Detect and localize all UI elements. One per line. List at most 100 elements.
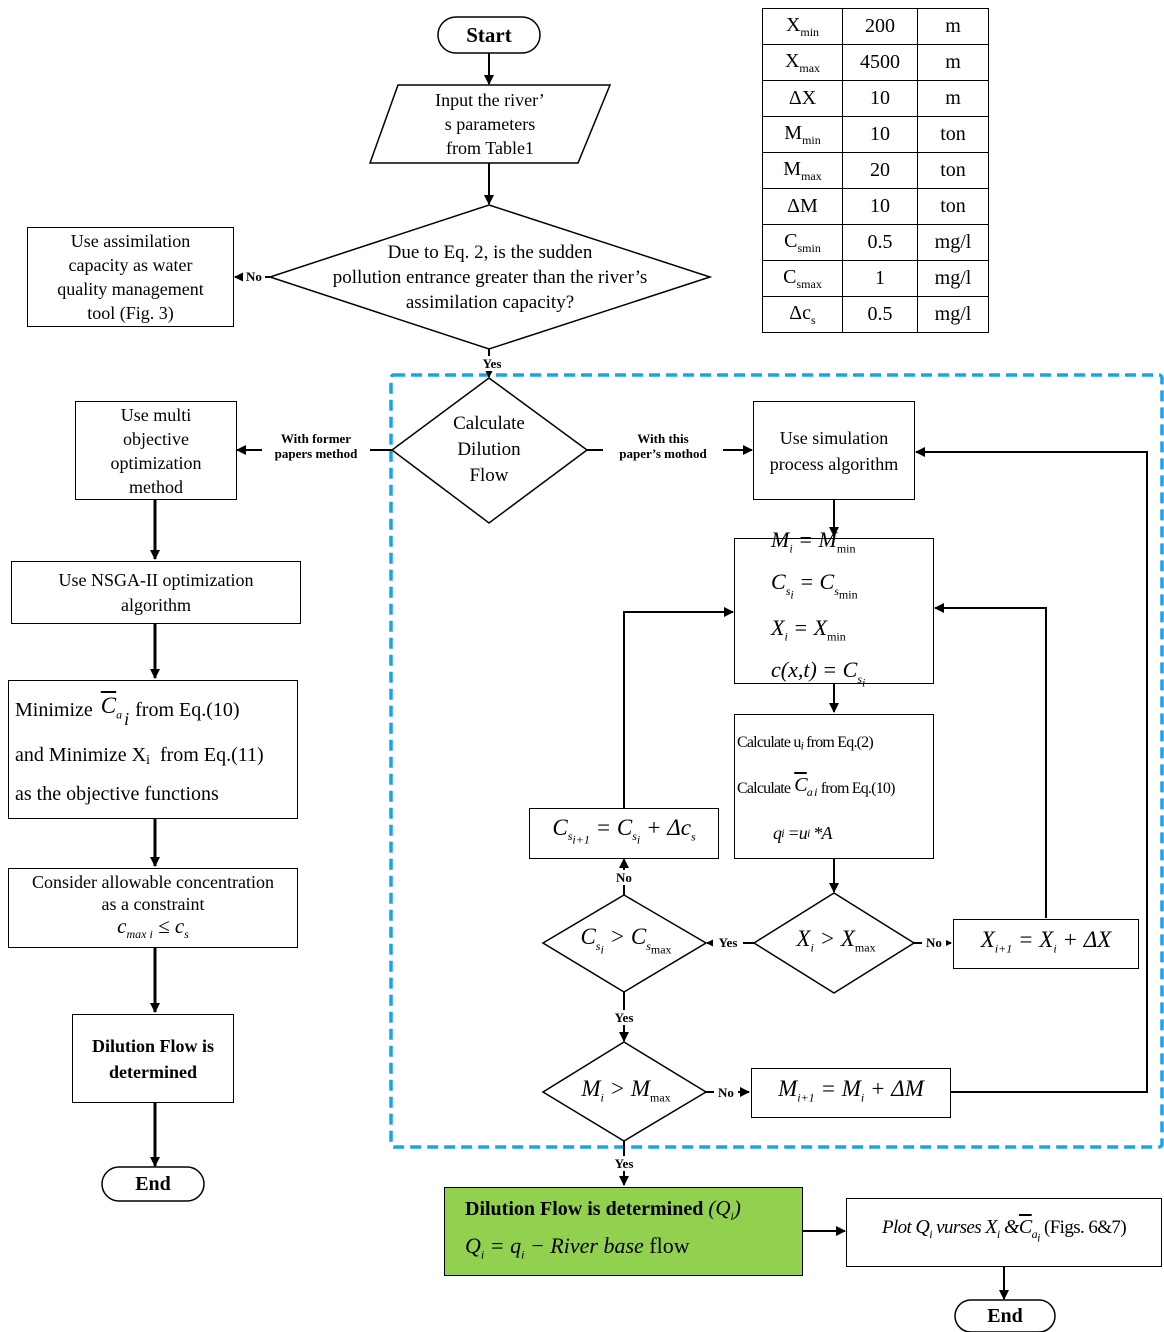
parameter-symbol: Mmin <box>762 116 843 153</box>
left-end-oval <box>101 1166 205 1202</box>
nsga-line-1: Use NSGA-II optimization <box>58 569 254 590</box>
assim-decision-line-3: assimilation capacity? <box>405 291 575 313</box>
loop-cs-init <box>623 607 734 808</box>
dashed-region <box>389 373 1164 1149</box>
result-text-3: flow <box>649 1233 690 1259</box>
m-decision-label: Mi > Mmax <box>556 1072 696 1114</box>
input-parallelogram <box>368 84 612 164</box>
label-former-method: With former papers method <box>262 431 370 461</box>
multi-objective-box: Use multi objective optimization method <box>75 401 237 500</box>
parameter-unit: m <box>917 8 989 45</box>
parameter-value: 10 <box>842 188 918 225</box>
former-line-1: With former <box>280 431 352 446</box>
label-no-x: No <box>922 935 946 950</box>
m-decision-formula: Mi > Mmax <box>581 1075 671 1105</box>
plot-text-2: vurses <box>936 1216 982 1238</box>
constraint-line-2: as a constraint <box>101 893 205 914</box>
assim-box-line-4: tool (Fig. 3) <box>87 303 174 323</box>
parameter-symbol: Δcs <box>762 296 843 333</box>
x-update-box: Xi+1 = Xi + ΔX <box>953 919 1139 969</box>
label-yes-m: Yes <box>609 1156 639 1171</box>
calc-ca-symbol: Ca i <box>794 774 817 799</box>
multi-line-4: method <box>129 476 183 497</box>
x-update-formula: Xi+1 = Xi + ΔX <box>980 926 1112 956</box>
input-line-3: from Table1 <box>446 138 534 158</box>
init-formula-4: c(x,t) = Csi <box>771 657 866 690</box>
m-update-formula: Mi+1 = Mi + ΔM <box>778 1075 924 1105</box>
minimize-row-3: as the objective functions <box>15 777 219 812</box>
assim-decision-label: Due to Eq. 2, is the sudden pollution en… <box>300 240 680 314</box>
calc-text-3: Calculate <box>737 779 791 797</box>
result-text-2: River base <box>550 1233 644 1259</box>
parameter-value: 0.5 <box>842 224 918 261</box>
label-yes-x: Yes <box>713 935 743 950</box>
plot-row: Plot Qi vurses Xi &Cai (Figs. 6&7) <box>881 1215 1127 1250</box>
minimize-text-1: Minimize <box>15 699 93 722</box>
result-row-1: Dilution Flow is determined (Qi) <box>465 1193 741 1231</box>
plot-box: Plot Qi vurses Xi &Cai (Figs. 6&7) <box>846 1198 1162 1267</box>
dilution-decision-label: Calculate Dilution Flow <box>420 410 558 490</box>
left-determined-line-2: determined <box>109 1061 197 1082</box>
nsga-line-2: algorithm <box>121 594 191 615</box>
parameter-symbol: ΔM <box>762 188 843 225</box>
u-symbol: i <box>800 738 804 753</box>
input-line-2: s parameters <box>444 114 536 134</box>
assim-box-line-2: capacity as water <box>68 255 193 275</box>
cs-update-formula: Csi+1 = Csi + Δcs <box>552 814 696 847</box>
parameter-unit: ton <box>917 152 989 189</box>
plot-text-1: Plot <box>881 1216 912 1238</box>
label-yes-dilution: Yes <box>478 356 506 371</box>
parameter-unit: ton <box>917 116 989 153</box>
parameter-symbol: Csmin <box>762 224 843 261</box>
minimize-text-2: from Eq.(10) <box>135 699 240 722</box>
calc-text-1: Calculate u <box>737 733 801 751</box>
parameter-unit: mg/l <box>917 224 989 261</box>
label-yes-cs: Yes <box>609 1010 639 1025</box>
init-formula-2: Csi = Csmin <box>771 569 858 601</box>
plot-q-symbol: Qi <box>915 1215 932 1241</box>
assim-box-line-1: Use assimilation <box>70 231 191 251</box>
x-decision-diamond <box>752 892 916 994</box>
result-q-symbol: (Qi) <box>708 1196 741 1224</box>
parameter-value: 10 <box>842 116 918 153</box>
parameter-value: 20 <box>842 152 918 189</box>
loop-x-init <box>934 603 1047 918</box>
dilution-decision-diamond <box>390 377 589 524</box>
calc-text-2: from Eq.(2) <box>806 733 874 751</box>
assim-decision-line-2: pollution entrance greater than the rive… <box>332 266 648 288</box>
input-label: Input the river’ s parameters from Table… <box>400 88 580 160</box>
this-paper-line-2: paper’s mothod <box>619 446 707 461</box>
label-no-m: No <box>714 1085 738 1100</box>
left-end-label: End <box>135 1172 171 1195</box>
parameter-symbol: Xmax <box>762 44 843 81</box>
result-box: Dilution Flow is determined (Qi) Qi = qi… <box>444 1187 803 1276</box>
parameter-unit: mg/l <box>917 296 989 333</box>
parameter-symbol: Csmax <box>762 260 843 297</box>
parameter-unit: mg/l <box>917 260 989 297</box>
constraint-box: Consider allowable concentration as a co… <box>8 868 298 948</box>
parameter-value: 4500 <box>842 44 918 81</box>
this-paper-line-1: With this <box>637 431 689 446</box>
calc-text-4: from Eq.(10) <box>820 779 896 797</box>
init-formula-3: Xi = Xmin <box>771 615 846 644</box>
plot-text-3: (Figs. 6&7) <box>1043 1216 1127 1238</box>
nsga-box: Use NSGA-II optimization algorithm <box>11 561 301 624</box>
parameter-value: 10 <box>842 80 918 117</box>
x-decision-label: Xi > Xmax <box>766 922 906 964</box>
calc-row-2: Calculate Ca i from Eq.(10) <box>737 765 895 813</box>
cs-decision-label: Csi > Csmax <box>556 922 696 964</box>
